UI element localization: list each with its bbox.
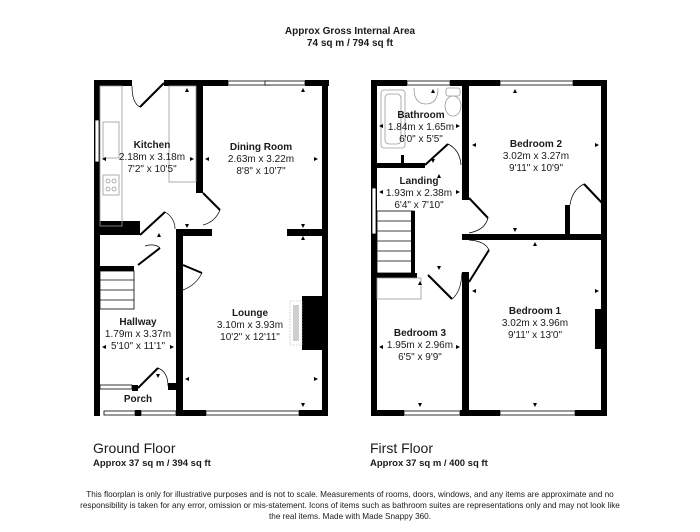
room-metric: 2.63m x 3.22m — [227, 154, 295, 165]
room-metric: 3.10m x 3.93m — [216, 320, 284, 331]
room-name: Bedroom 3 — [393, 328, 447, 339]
room-metric: 1.79m x 3.37m — [104, 329, 172, 340]
room-imperial: 10'2" x 12'11" — [220, 332, 280, 343]
gross-area-value: 74 sq m / 794 sq ft — [306, 38, 394, 49]
room-metric: 1.84m x 1.65m — [387, 122, 455, 133]
room-name: Bedroom 2 — [509, 139, 563, 150]
room-bedroom-3: Bedroom 3 1.95m x 2.96m 6'5" x 9'9" — [387, 328, 453, 364]
disclaimer-text: This floorplan is only for illustrative … — [80, 490, 620, 521]
ground-floor-title: Ground Floor — [93, 440, 176, 456]
first-floor-windows — [371, 80, 576, 416]
room-imperial: 7'2" x 10'5" — [127, 164, 177, 175]
room-name: Lounge — [231, 308, 269, 319]
first-floor-walls — [371, 80, 607, 416]
room-imperial: 6'4" x 7'10" — [394, 200, 444, 211]
room-dining-room: Dining Room 2.63m x 3.22m 8'8" x 10'7" — [228, 142, 294, 178]
first-floor-doors — [424, 143, 604, 300]
wardrobe-icon — [376, 277, 422, 300]
room-name: Hallway — [119, 317, 157, 328]
room-name: Bathroom — [397, 110, 445, 121]
room-kitchen: Kitchen 2.18m x 3.18m 7'2" x 10'5" — [119, 140, 185, 176]
fireplace-icon — [289, 300, 303, 346]
gross-area-header: Approx Gross Internal Area 74 sq m / 794… — [0, 26, 700, 50]
gross-area-title: Approx Gross Internal Area — [284, 26, 416, 37]
room-name: Bedroom 1 — [508, 306, 562, 317]
room-name: Landing — [399, 176, 439, 187]
ground-floor-dimension-arrows — [102, 88, 318, 407]
room-name: Dining Room — [229, 142, 293, 153]
room-imperial: 9'11" x 10'9" — [508, 163, 564, 174]
ground-floor-area: Approx 37 sq m / 394 sq ft — [93, 458, 211, 469]
room-metric: 1.95m x 2.96m — [386, 340, 454, 351]
room-bathroom: Bathroom 1.84m x 1.65m 6'0" x 5'5" — [388, 110, 454, 146]
room-name: Porch — [123, 394, 153, 405]
room-bedroom-2: Bedroom 2 3.02m x 3.27m 9'11" x 10'9" — [503, 139, 569, 175]
room-name: Kitchen — [133, 140, 171, 151]
room-imperial: 6'5" x 9'9" — [398, 352, 442, 363]
ground-floor-stairs — [99, 270, 135, 310]
room-metric: 3.02m x 3.96m — [501, 318, 569, 329]
first-floor-area: Approx 37 sq m / 400 sq ft — [370, 458, 488, 469]
first-floor-title: First Floor — [370, 440, 433, 456]
first-floor-plan — [371, 80, 607, 416]
room-imperial: 5'10" x 11'1" — [110, 341, 166, 352]
room-metric: 2.18m x 3.18m — [118, 152, 186, 163]
first-floor-stairs — [376, 210, 415, 274]
bathroom-fixtures — [380, 87, 462, 149]
room-imperial: 9'11" x 13'0" — [507, 330, 563, 341]
room-metric: 1.93m x 2.38m — [385, 188, 453, 199]
first-floor-dimension-arrows — [379, 89, 599, 407]
room-metric: 3.02m x 3.27m — [502, 151, 570, 162]
room-lounge: Lounge 3.10m x 3.93m 10'2" x 12'11" — [217, 308, 283, 344]
ground-floor-walls — [94, 80, 329, 416]
kitchen-fixtures — [99, 85, 197, 227]
room-porch: Porch — [124, 394, 152, 406]
ground-floor-windows — [94, 80, 306, 416]
room-hallway: Hallway 1.79m x 3.37m 5'10" x 11'1" — [105, 317, 171, 353]
ground-floor-doors — [131, 82, 221, 389]
room-landing: Landing 1.93m x 2.38m 6'4" x 7'10" — [386, 176, 452, 212]
room-imperial: 8'8" x 10'7" — [236, 166, 286, 177]
room-bedroom-1: Bedroom 1 3.02m x 3.96m 9'11" x 13'0" — [502, 306, 568, 342]
ground-floor-plan — [94, 80, 329, 416]
room-imperial: 6'0" x 5'5" — [399, 134, 443, 145]
